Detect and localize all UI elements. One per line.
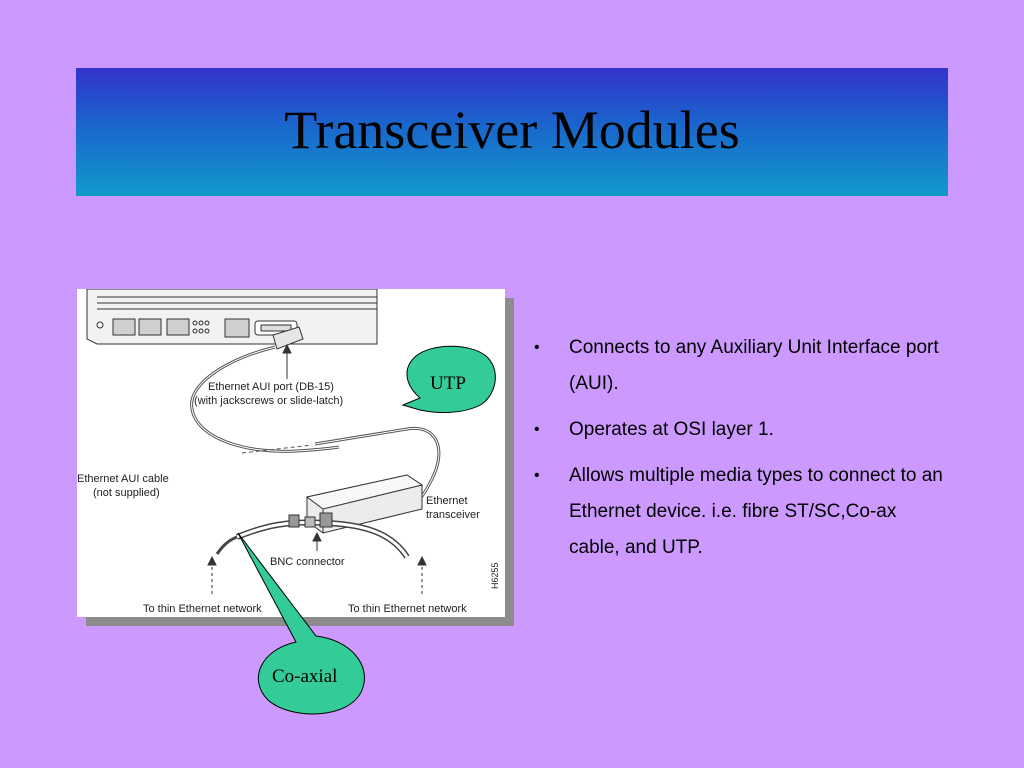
figure-id-label: H6255 — [490, 562, 500, 589]
router-chassis — [86, 289, 378, 345]
bullet-item: • Operates at OSI layer 1. — [530, 412, 950, 448]
bullet-marker: • — [534, 339, 540, 356]
transceiver-label: Ethernet — [426, 495, 468, 507]
to-thin-network-left-label: To thin Ethernet network — [143, 603, 262, 615]
transceiver-label-2: transceiver — [426, 509, 480, 521]
aui-port-detail-label: (with jackscrews or slide-latch) — [194, 395, 344, 407]
bullet-list: • Connects to any Auxiliary Unit Interfa… — [530, 330, 950, 576]
to-thin-network-right-label: To thin Ethernet network — [348, 603, 467, 615]
bullet-marker: • — [534, 467, 540, 484]
bullet-text: Operates at OSI layer 1. — [569, 419, 774, 440]
transceiver-box — [305, 474, 424, 534]
coaxial-callout-label: Co-axial — [272, 666, 338, 687]
aui-cable-label: Ethernet AUI cable — [77, 473, 169, 485]
bullet-marker: • — [534, 421, 540, 438]
title-banner: Transceiver Modules — [76, 68, 948, 196]
aui-cable-detail-label: (not supplied) — [93, 487, 160, 499]
utp-callout-label: UTP — [430, 373, 466, 394]
diagram-drawing — [86, 289, 441, 594]
bnc-connector — [288, 512, 333, 528]
bullet-text: Allows multiple media types to connect t… — [569, 465, 943, 558]
bullet-item: • Allows multiple media types to connect… — [530, 458, 950, 566]
bnc-connector-label: BNC connector — [270, 556, 345, 568]
bullet-text: Connects to any Auxiliary Unit Interface… — [569, 337, 939, 394]
aui-port-label: Ethernet AUI port (DB-15) — [208, 381, 334, 393]
aui-connector — [272, 326, 304, 350]
bullet-item: • Connects to any Auxiliary Unit Interfa… — [530, 330, 950, 402]
transceiver-diagram: Ethernet AUI port (DB-15) (with jackscre… — [77, 289, 505, 617]
slide-title: Transceiver Modules — [284, 100, 740, 160]
